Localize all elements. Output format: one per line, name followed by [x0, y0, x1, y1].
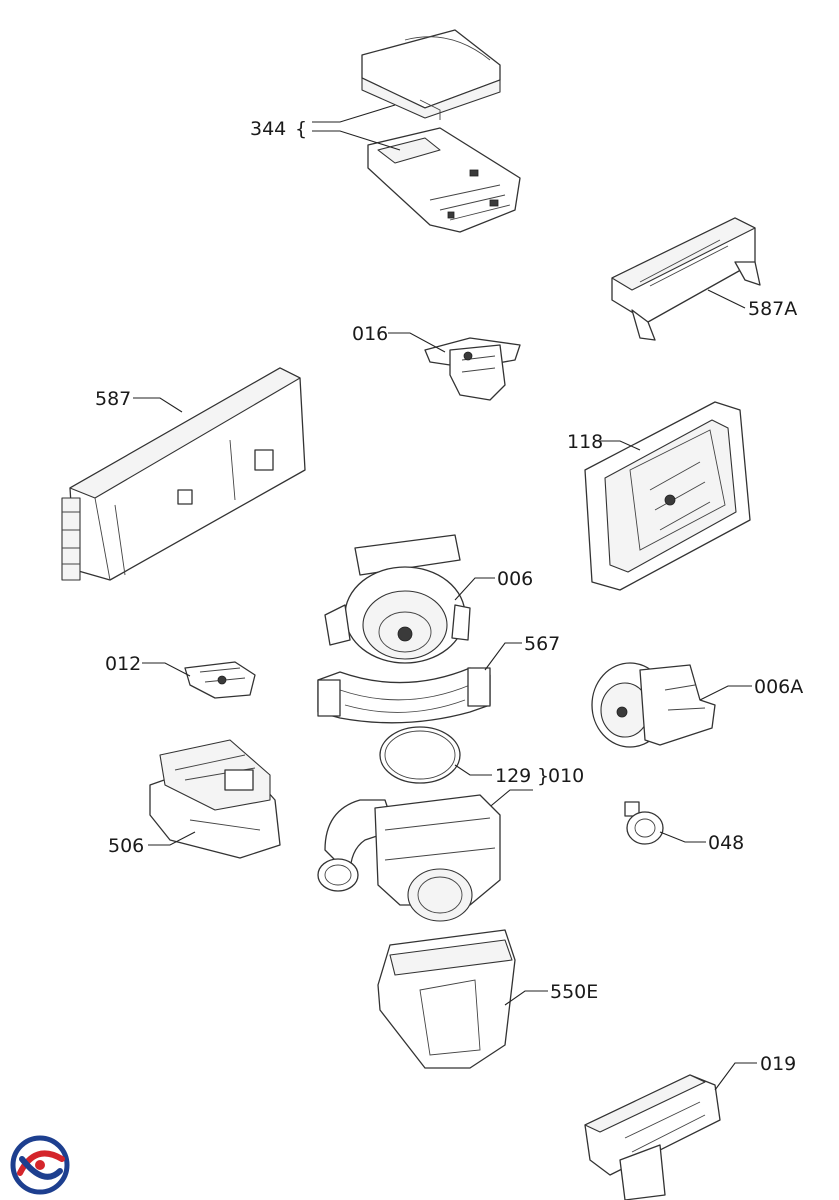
leader-012	[142, 662, 191, 677]
leader-118	[600, 440, 641, 451]
callout-048: 048	[708, 832, 744, 854]
leader-344-a	[312, 104, 396, 123]
callout-019: 019	[760, 1053, 796, 1075]
leader-587A	[707, 289, 746, 309]
leader-019	[714, 1062, 757, 1091]
callout-344: 344	[250, 118, 286, 140]
leader-006A	[699, 685, 752, 701]
leader-506	[148, 831, 196, 846]
callout-129: 129	[495, 765, 531, 787]
brand-swirl-logo-icon	[10, 1135, 70, 1195]
part-587-electronic-module	[61, 367, 306, 581]
part-506-tray	[149, 739, 281, 859]
part-006A-drain-pump	[591, 662, 716, 748]
leader-006	[454, 577, 495, 601]
callout-010-brace: }	[537, 765, 549, 787]
part-016-component	[424, 337, 521, 401]
callout-344-brace: {	[295, 118, 307, 140]
leader-016	[388, 332, 446, 353]
callout-118: 118	[567, 431, 603, 453]
callout-016: 016	[352, 323, 388, 345]
leader-129	[454, 764, 492, 776]
part-006-pump	[324, 534, 471, 664]
part-344-cover	[361, 29, 501, 120]
callout-010: 010	[548, 765, 584, 787]
part-118-frame	[584, 401, 751, 591]
part-550E-cover	[377, 929, 516, 1069]
callout-506: 506	[108, 835, 144, 857]
part-344-board	[367, 127, 521, 233]
part-019-latch	[584, 1074, 721, 1200]
part-010-heat-pump	[317, 794, 501, 922]
part-012-sensor	[184, 661, 256, 699]
callout-587: 587	[95, 388, 131, 410]
leader-587	[133, 397, 183, 413]
callout-012: 012	[105, 653, 141, 675]
part-129-o-ring	[379, 726, 461, 784]
part-344-control-module	[361, 29, 521, 233]
callout-006A: 006A	[754, 676, 803, 698]
callout-567: 567	[524, 633, 560, 655]
callout-006: 006	[497, 568, 533, 590]
leader-550E	[504, 990, 548, 1006]
callout-550E: 550E	[550, 981, 598, 1003]
part-048-sensor	[624, 801, 664, 845]
leader-048	[659, 831, 706, 843]
callout-587A: 587A	[748, 298, 797, 320]
part-587A-display-unit	[611, 217, 761, 341]
part-567-seal-bracket	[317, 667, 491, 724]
leader-567	[484, 642, 522, 671]
leader-344-b	[312, 130, 401, 151]
